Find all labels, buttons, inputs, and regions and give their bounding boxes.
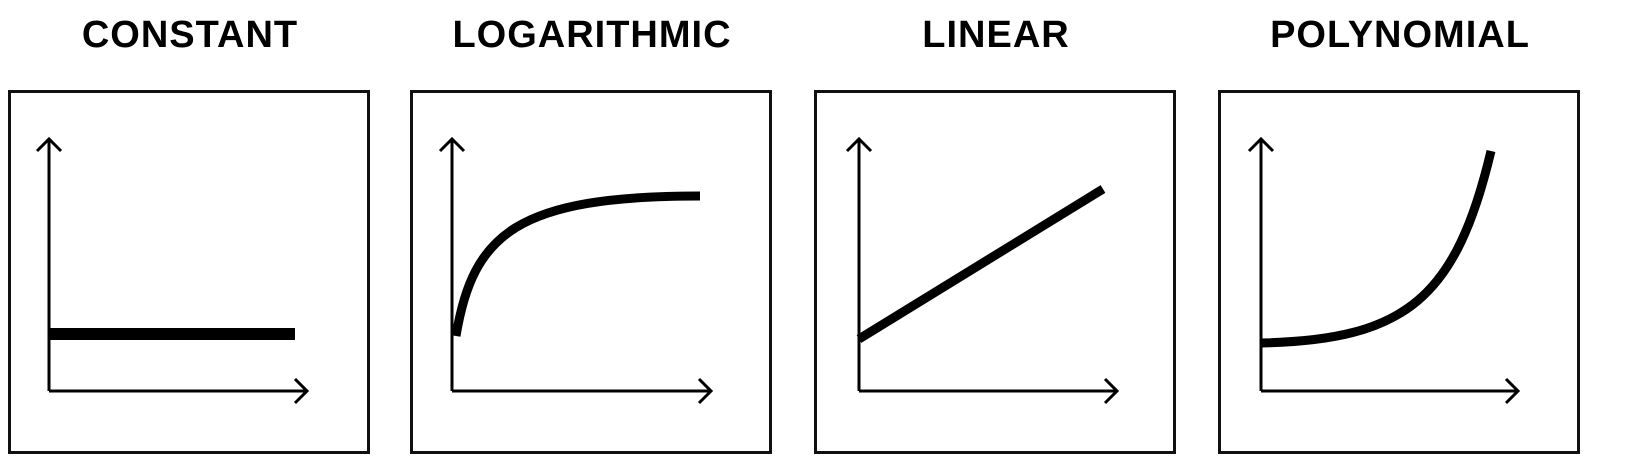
panel-logarithmic: LOGARITHMIC [402, 0, 782, 468]
x-axis-arrowhead [1504, 377, 1521, 405]
panel-title: LINEAR [922, 14, 1070, 56]
panel-linear: LINEAR [806, 0, 1186, 468]
panel-polynomial: POLYNOMIAL [1210, 0, 1590, 468]
y-axis-arrowhead [35, 136, 63, 153]
chart-area [438, 136, 714, 405]
panel-constant: CONSTANT [0, 0, 380, 468]
chart-frame [814, 90, 1176, 454]
panel-title: LOGARITHMIC [452, 14, 732, 56]
chart-area [1247, 136, 1521, 405]
linear-curve [856, 185, 1106, 343]
panel-title: POLYNOMIAL [1270, 14, 1530, 56]
chart-frame [410, 90, 772, 454]
logarithmic-curve [451, 191, 701, 337]
y-axis-arrowhead [845, 136, 873, 153]
y-axis-arrowhead [438, 136, 466, 153]
chart-frame [8, 90, 370, 454]
chart-frame [1218, 90, 1580, 454]
x-axis-arrowhead [1103, 377, 1120, 405]
x-axis-arrowhead [293, 377, 310, 405]
panel-title: CONSTANT [81, 14, 299, 56]
chart-area [845, 136, 1120, 405]
chart-area [35, 136, 310, 405]
polynomial-curve [1260, 149, 1496, 348]
y-axis-arrowhead [1247, 136, 1275, 153]
x-axis-arrowhead [697, 377, 714, 405]
